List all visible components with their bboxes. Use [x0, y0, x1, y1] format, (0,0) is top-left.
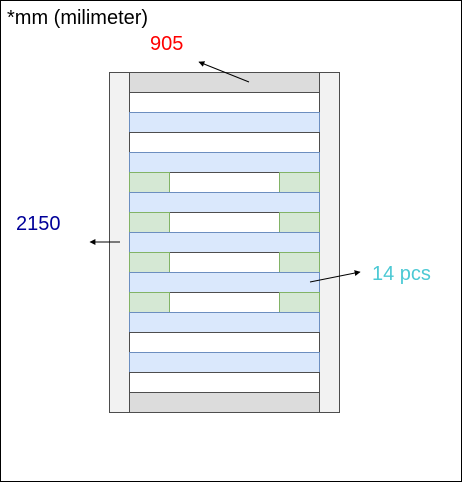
corner-block-right	[279, 252, 320, 273]
slat	[129, 352, 320, 373]
pieces-count-label: 14 pcs	[372, 263, 431, 285]
gap-row	[129, 92, 320, 113]
unit-note: *mm (milimeter)	[7, 7, 149, 29]
slat	[129, 232, 320, 253]
end-rail-bottom	[129, 392, 320, 413]
height-dimension-label: 2150	[16, 213, 61, 235]
slat	[129, 152, 320, 173]
side-rail-right	[319, 72, 340, 413]
gap-row	[129, 332, 320, 353]
corner-block-right	[279, 292, 320, 313]
block-gap	[169, 172, 280, 193]
corner-block-right	[279, 172, 320, 193]
width-dimension-label: 905	[150, 33, 184, 55]
gap-row	[129, 132, 320, 153]
pallet-structure	[109, 72, 340, 413]
width-arrow	[198, 61, 250, 83]
end-rail-top	[129, 72, 320, 93]
block-gap	[169, 212, 280, 233]
block-gap	[169, 292, 280, 313]
slat	[129, 312, 320, 333]
block-gap	[169, 252, 280, 273]
corner-block-left	[129, 292, 170, 313]
pieces-arrow	[309, 270, 361, 283]
gap-row	[129, 372, 320, 393]
corner-block-left	[129, 172, 170, 193]
slat	[129, 272, 320, 293]
slat	[129, 192, 320, 213]
dimension-arrows	[89, 61, 361, 283]
corner-block-left	[129, 252, 170, 273]
corner-block-right	[279, 212, 320, 233]
slat	[129, 112, 320, 133]
corner-block-left	[129, 212, 170, 233]
